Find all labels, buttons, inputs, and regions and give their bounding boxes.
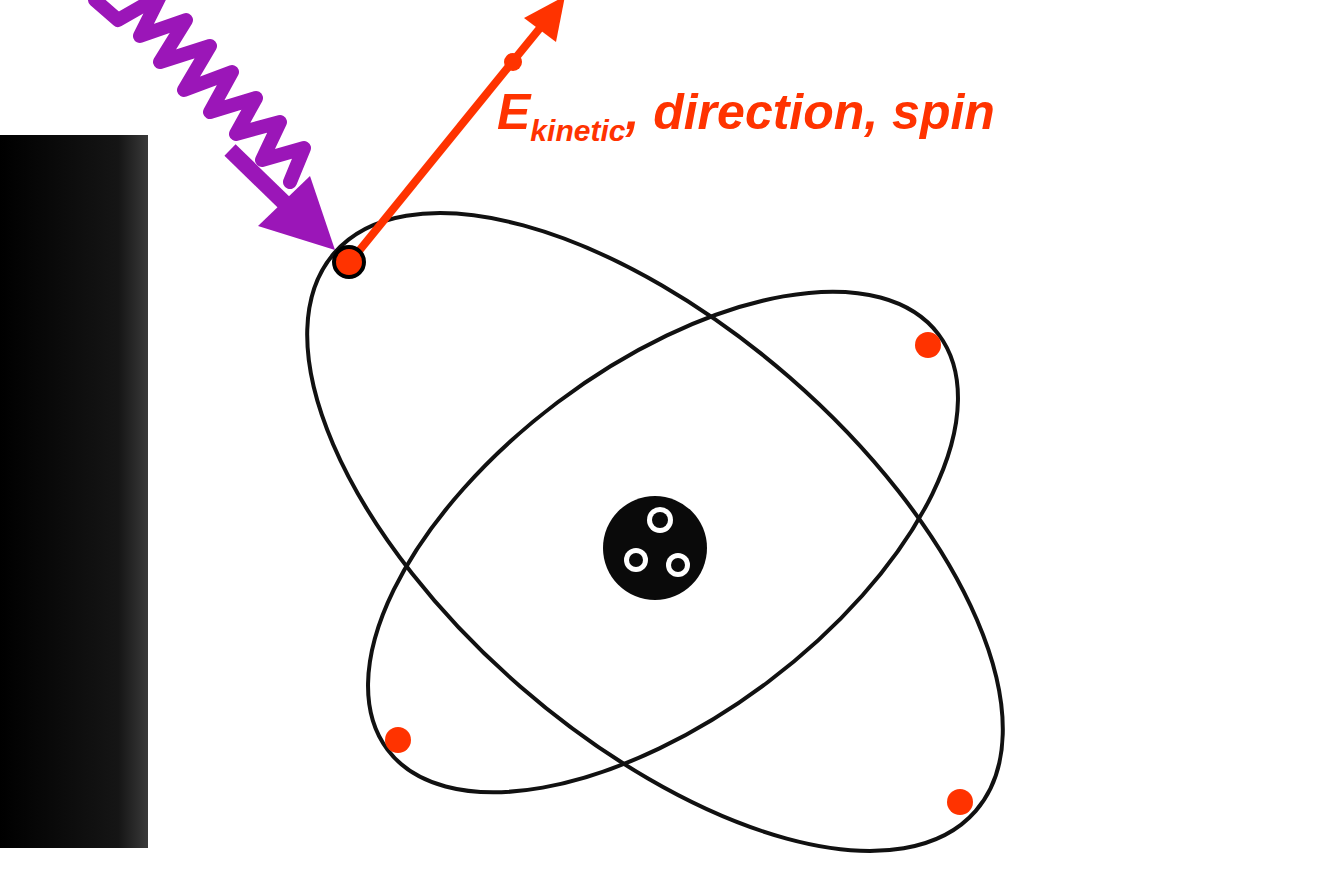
photoelectron-dot [504, 53, 522, 71]
atom [200, 98, 1110, 894]
orbit [282, 195, 1044, 890]
electrons [385, 332, 973, 815]
emission-quantities: Ekinetic, direction, spin [497, 82, 995, 149]
photon-wave [95, 0, 304, 182]
emitted-electron [334, 247, 364, 277]
sample-photo [0, 135, 148, 848]
photoelectron-arrowhead [524, 0, 565, 42]
energy-subscript: kinetic [530, 114, 625, 147]
photoelectron-path [350, 28, 540, 262]
emission-properties: , direction, spin [625, 84, 994, 140]
photon-arrowhead [258, 176, 335, 250]
nucleus [603, 496, 707, 600]
energy-symbol: E [497, 84, 530, 140]
orbit [200, 98, 1110, 894]
